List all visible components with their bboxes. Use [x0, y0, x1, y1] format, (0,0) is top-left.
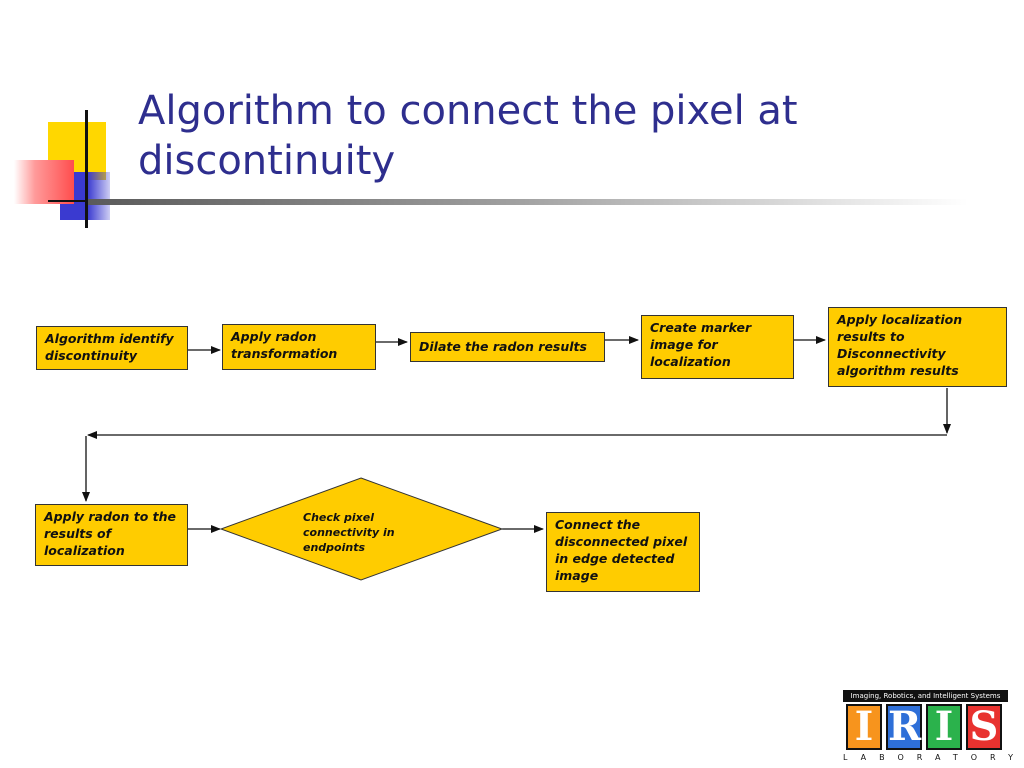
decision-diamond — [219, 477, 504, 581]
node-algorithm-identify-discontinuity: Algorithm identify discontinuity — [36, 326, 188, 370]
logo-tagline: Imaging, Robotics, and Intelligent Syste… — [843, 690, 1008, 702]
deco-vertical-line — [85, 110, 88, 228]
node-connect-disconnected-pixel: Connect the disconnected pixel in edge d… — [546, 512, 700, 592]
node-apply-radon-transformation: Apply radon transformation — [222, 324, 376, 370]
node-apply-localization-results: Apply localization results to Disconnect… — [828, 307, 1007, 387]
page-title: Algorithm to connect the pixel at discon… — [138, 88, 798, 184]
logo-letter-s: S — [966, 704, 1002, 750]
deco-red-square — [14, 160, 74, 204]
logo-letter-r: R — [886, 703, 922, 750]
logo-letter-i: I — [846, 704, 882, 750]
node-dilate-radon-results: Dilate the radon results — [410, 332, 605, 362]
title-underline — [88, 199, 968, 205]
logo-subtitle: LABORATORY — [843, 752, 1024, 764]
node-create-marker-image: Create marker image for localization — [641, 315, 794, 379]
logo-letter-i-2: I — [926, 704, 962, 750]
iris-laboratory-logo: Imaging, Robotics, and Intelligent Syste… — [843, 690, 1024, 766]
deco-horizontal-line — [48, 200, 118, 202]
node-apply-radon-localization: Apply radon to the results of localizati… — [35, 504, 188, 566]
node-check-pixel-connectivity: Check pixel connectivity in endpoints — [303, 511, 395, 554]
